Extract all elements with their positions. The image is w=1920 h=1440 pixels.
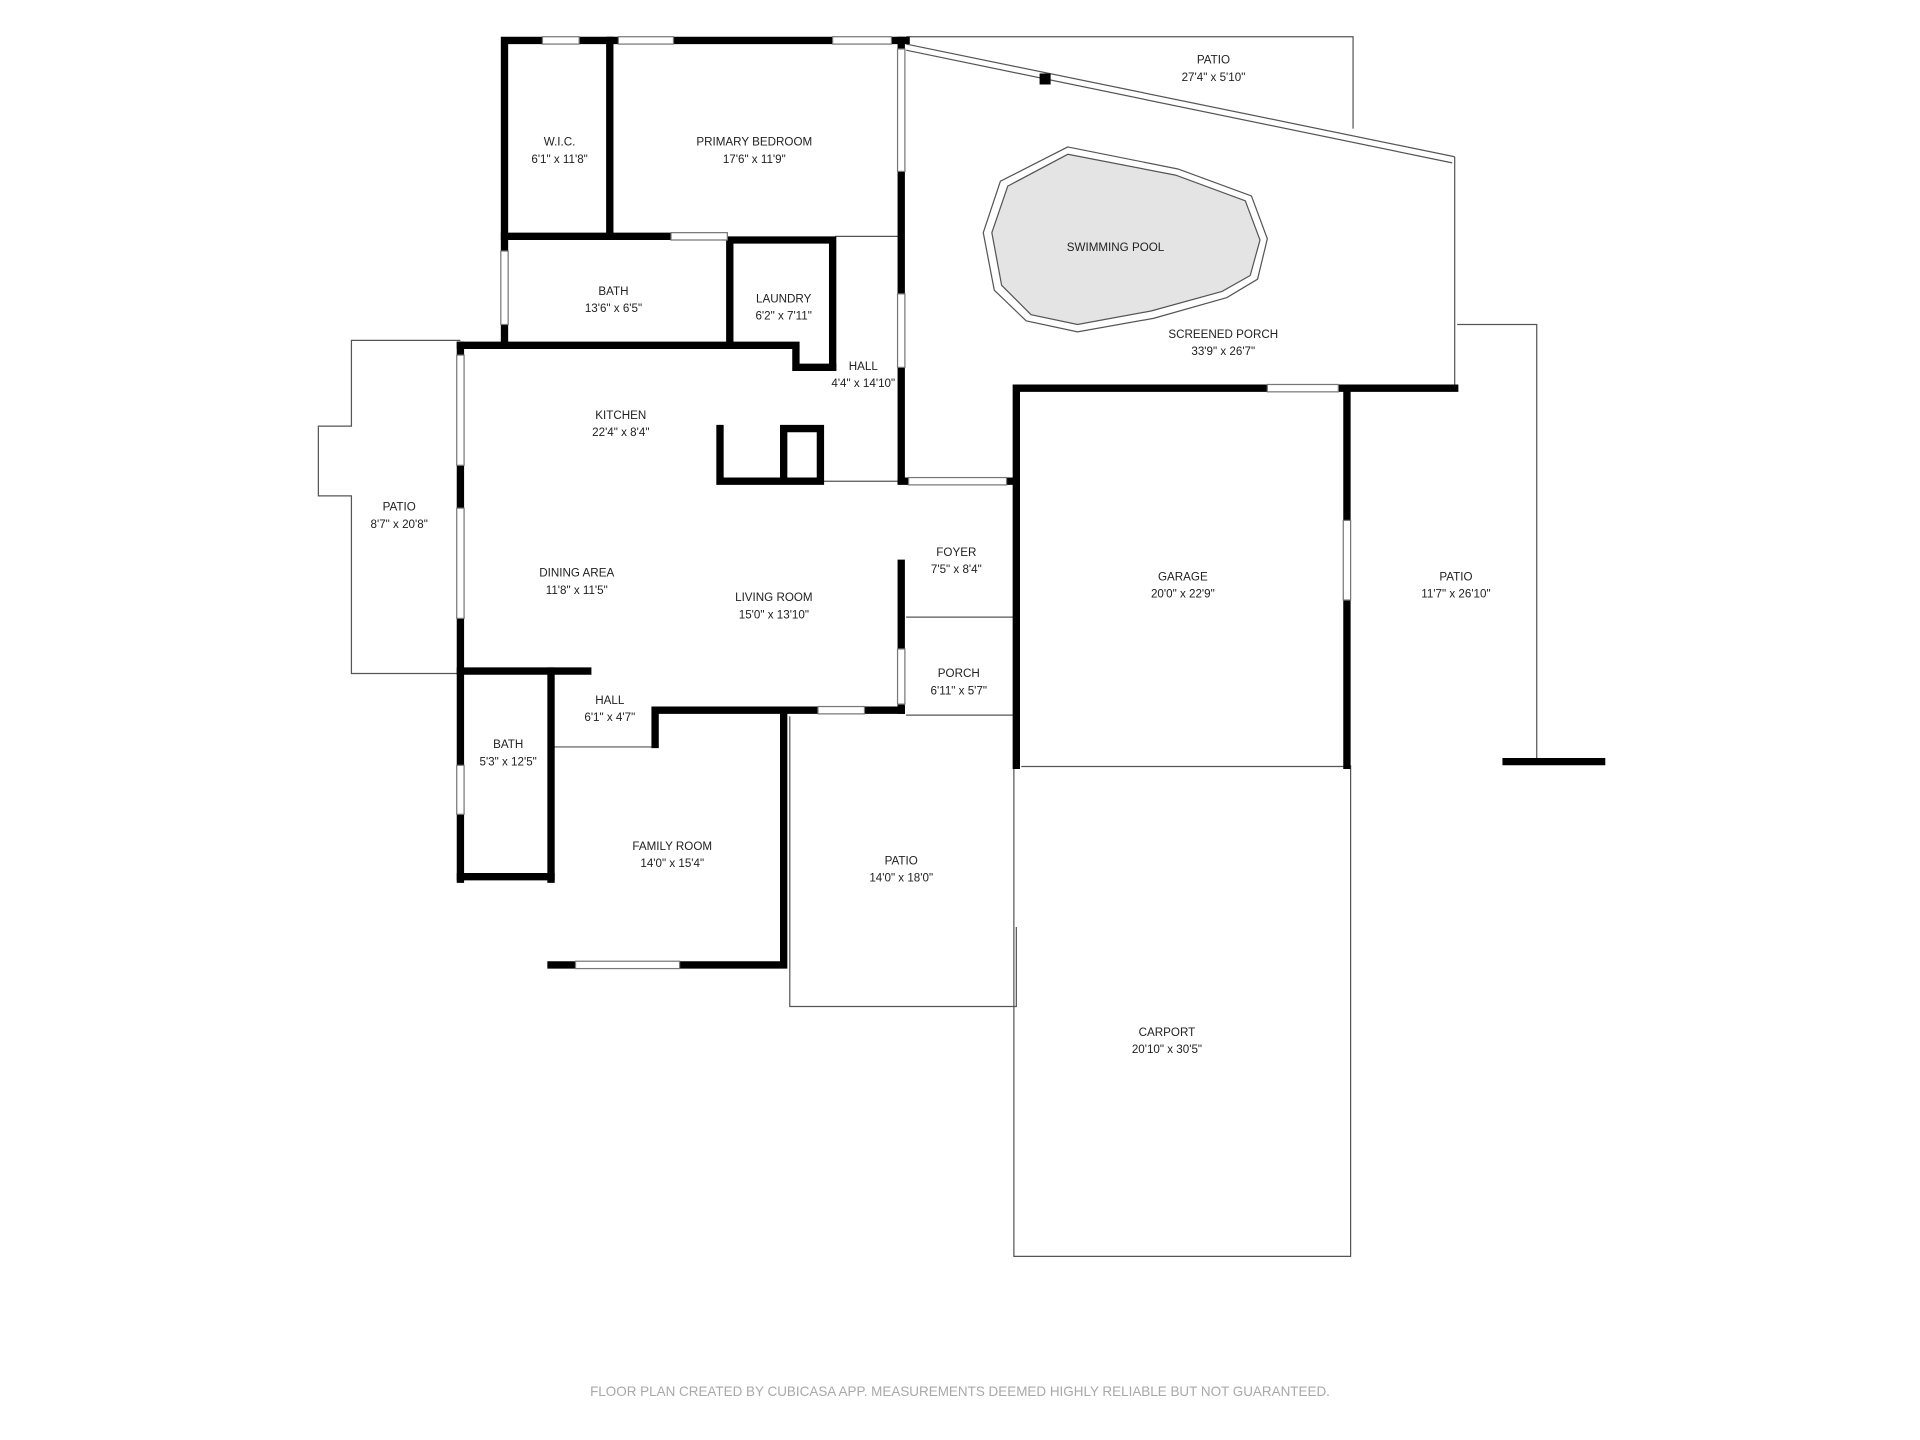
room-size: 6'1" x 11'8" bbox=[531, 153, 587, 166]
room-name: PATIO bbox=[383, 501, 416, 514]
room-size: 20'10" x 30'5" bbox=[1132, 1043, 1202, 1056]
room-size: 13'6" x 6'5" bbox=[585, 302, 642, 315]
room-name: SWIMMING POOL bbox=[1067, 241, 1165, 254]
room-size: 33'9" x 26'7" bbox=[1191, 345, 1255, 358]
room-size: 11'7" x 26'10" bbox=[1421, 588, 1490, 601]
room-size: 8'7" x 20'8" bbox=[371, 518, 428, 531]
room-name: PATIO bbox=[885, 854, 918, 867]
room-name: PATIO bbox=[1197, 54, 1230, 67]
room-name: SCREENED PORCH bbox=[1168, 328, 1278, 341]
room-name: KITCHEN bbox=[595, 409, 646, 422]
room-name: BATH bbox=[598, 285, 628, 298]
room-name: W.I.C. bbox=[544, 136, 576, 149]
room-size: 14'0" x 18'0" bbox=[869, 872, 933, 885]
room-size: 5'3" x 12'5" bbox=[480, 755, 537, 768]
room-size: 27'4" x 5'10" bbox=[1182, 71, 1246, 84]
swimming-pool bbox=[982, 146, 1268, 333]
disclaimer-footer: FLOOR PLAN CREATED BY CUBICASA APP. MEAS… bbox=[590, 1384, 1330, 1399]
room-size: 6'11" x 5'7" bbox=[931, 684, 987, 697]
room-name: BATH bbox=[493, 738, 523, 751]
room-size: 22'4" x 8'4" bbox=[592, 426, 649, 439]
room-name: LIVING ROOM bbox=[735, 591, 813, 604]
room-name: PATIO bbox=[1439, 570, 1472, 583]
room-name: PRIMARY BEDROOM bbox=[696, 136, 812, 149]
room-size: 14'0" x 15'4" bbox=[640, 857, 704, 870]
room-size: 15'0" x 13'10" bbox=[739, 608, 809, 621]
room-name: PORCH bbox=[938, 667, 980, 680]
outline-lines bbox=[317, 36, 1538, 1257]
room-size: 4'4" x 14'10" bbox=[831, 377, 895, 390]
room-name: DINING AREA bbox=[539, 567, 614, 580]
room-size: 17'6" x 11'9" bbox=[723, 153, 786, 166]
room-name: LAUNDRY bbox=[756, 292, 812, 305]
room-labels: W.I.C. 6'1" x 11'8" PRIMARY BEDROOM 17'6… bbox=[371, 54, 1491, 1056]
room-size: 7'5" x 8'4" bbox=[931, 563, 982, 576]
room-size: 20'0" x 22'9" bbox=[1151, 588, 1215, 601]
room-size: 6'1" x 4'7" bbox=[584, 711, 635, 724]
room-name: FAMILY ROOM bbox=[632, 840, 712, 853]
room-name: GARAGE bbox=[1158, 570, 1208, 583]
room-name: HALL bbox=[849, 360, 879, 373]
room-size: 11'8" x 11'5" bbox=[546, 584, 608, 597]
room-size: 6'2" x 7'11" bbox=[755, 310, 811, 323]
room-name: FOYER bbox=[936, 546, 976, 559]
windows bbox=[456, 36, 1352, 970]
room-name: CARPORT bbox=[1139, 1026, 1196, 1039]
room-name: HALL bbox=[595, 694, 625, 707]
